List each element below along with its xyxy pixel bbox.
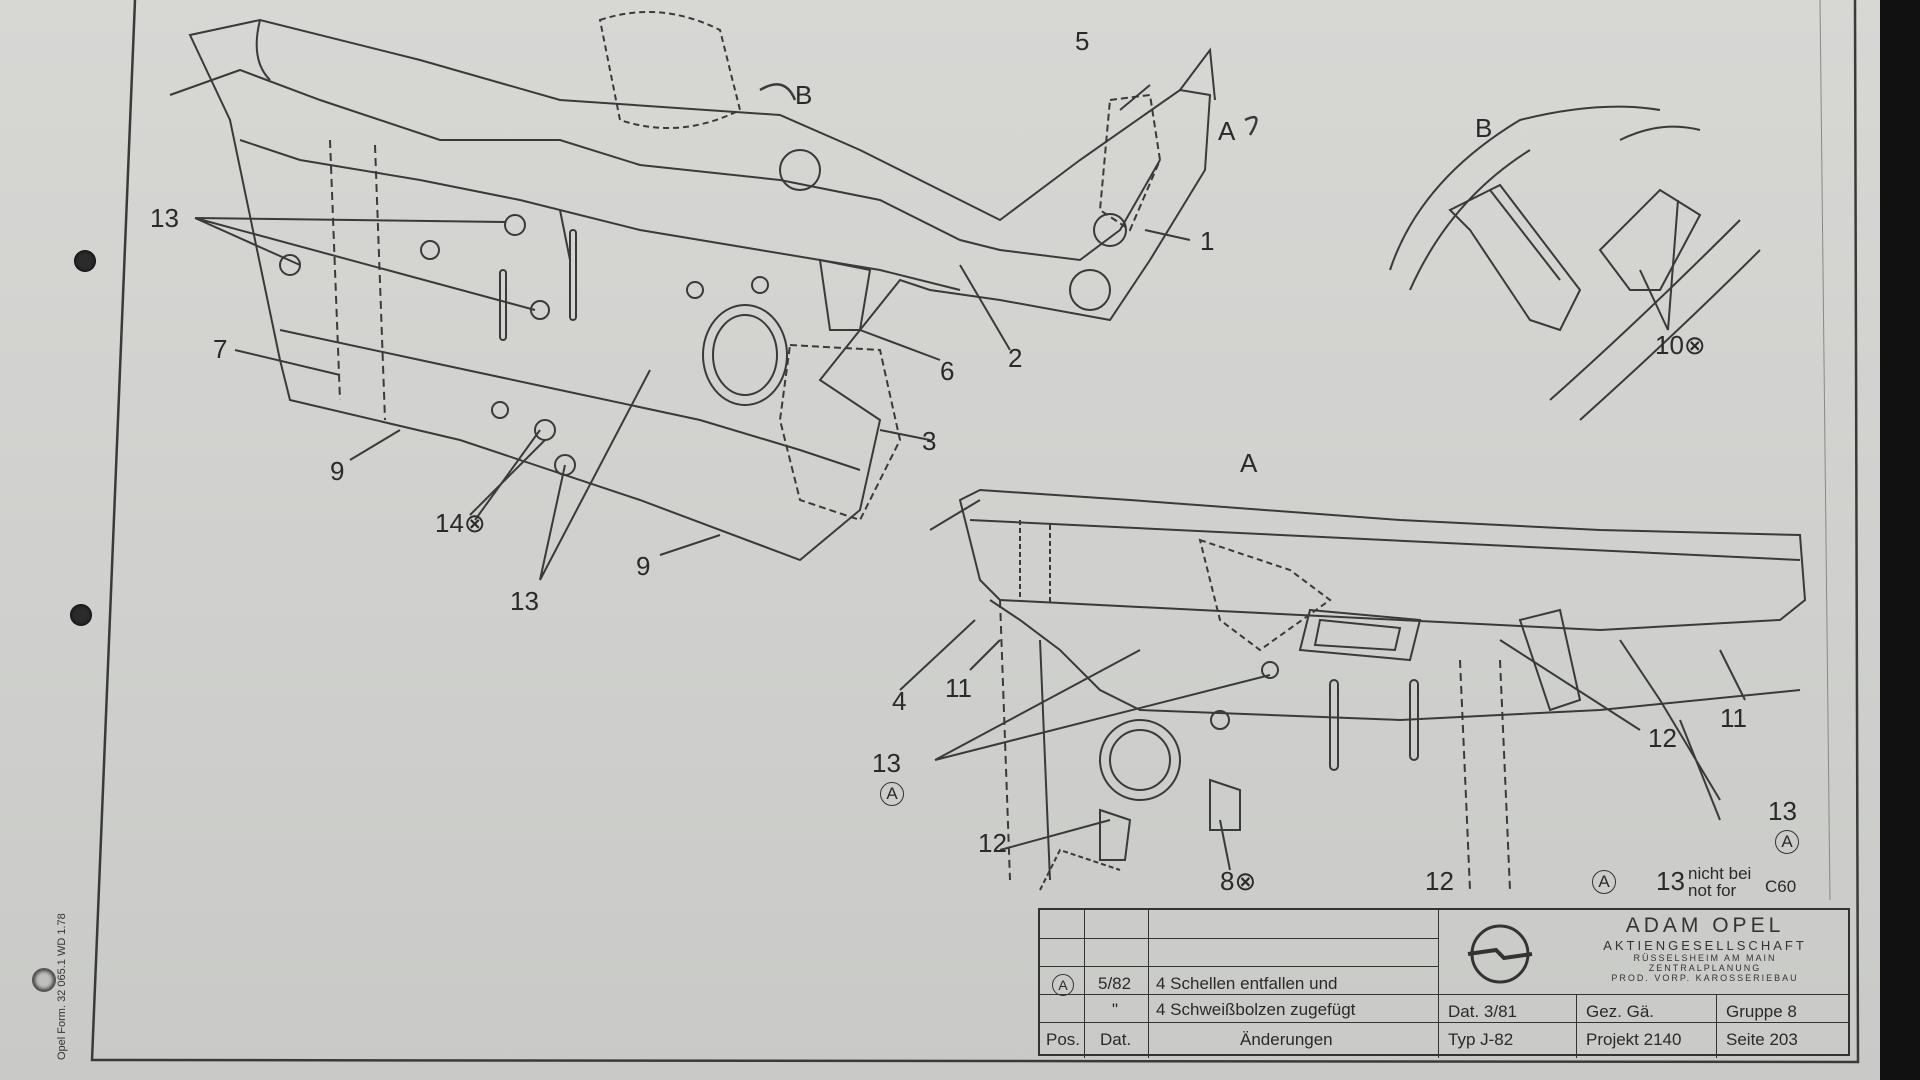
callout-5: 5 [1075, 26, 1090, 56]
callout-13-bottom: 13 [510, 586, 539, 616]
type-field: Typ J-82 [1448, 1030, 1514, 1049]
note-model: C60 [1765, 877, 1797, 896]
opel-logo [1467, 924, 1533, 984]
form-number-side-text: Opel Form. 32 065.1 WD 1.78 [56, 913, 68, 1060]
detail-b-view [1389, 105, 1761, 421]
company-division: PROD. VORP. KAROSSERIEBAU [1611, 973, 1799, 983]
drawing-sheet: 5 B A 1 2 6 3 13 7 9 14⊗ 9 13 B 10⊗ A 4 … [0, 0, 1880, 1080]
punch-hole [74, 250, 96, 272]
revision-text-2: 4 Schweißbolzen zugefügt [1156, 1000, 1356, 1019]
revision-ditto: " [1112, 1000, 1119, 1019]
callout-3: 3 [922, 426, 937, 456]
main-dash-panel-view [169, 11, 1258, 581]
detail-b-title: B [1475, 113, 1493, 143]
page-field: Seite 203 [1726, 1030, 1798, 1049]
view-arrow-label-b: B [795, 80, 813, 110]
view-arrow-label-a: A [1218, 116, 1236, 146]
callout-14: 14⊗ [435, 508, 486, 538]
header-dat: Dat. [1100, 1030, 1132, 1049]
company-location: RÜSSELSHEIM AM MAIN [1633, 953, 1777, 963]
circle-a-marker: A [1775, 830, 1799, 854]
technical-drawing [90, 0, 1860, 1064]
callout-8: 8⊗ [1220, 866, 1257, 896]
callout-12-left: 12 [978, 828, 1007, 858]
detail-a-title: A [1240, 448, 1258, 478]
circle-a-marker: A [880, 782, 904, 806]
company-name-block: ADAM OPEL AKTIENGESELLSCHAFT RÜSSELSHEIM… [1560, 914, 1850, 983]
punch-hole [70, 604, 92, 626]
callout-11-right: 11 [1720, 703, 1747, 733]
revision-text-1: 4 Schellen entfallen und [1156, 974, 1338, 993]
group-field: Gruppe 8 [1726, 1002, 1797, 1021]
company-type: AKTIENGESELLSCHAFT [1603, 938, 1807, 953]
company-name: ADAM OPEL [1625, 914, 1785, 937]
drawn-by-field: Gez. Gä. [1586, 1002, 1655, 1021]
callout-12-bottom: 12 [1425, 866, 1454, 896]
callout-4: 4 [892, 686, 907, 716]
revision-marker: A [1052, 974, 1074, 996]
callout-10: 10⊗ [1655, 330, 1706, 360]
detail-a-view [899, 488, 1807, 891]
callout-13-top: 13 [150, 203, 179, 233]
callout-6: 6 [940, 356, 955, 386]
callout-9-left: 9 [330, 456, 345, 486]
header-changes: Änderungen [1240, 1030, 1333, 1049]
note-line-english: not for [1688, 881, 1737, 900]
punch-hole [32, 968, 56, 992]
revision-date: 5/82 [1098, 974, 1132, 993]
callout-13-right: 13 [1768, 796, 1797, 826]
project-field: Projekt 2140 [1586, 1030, 1682, 1049]
header-pos: Pos. [1046, 1030, 1081, 1049]
callout-9-bottom: 9 [636, 551, 651, 581]
title-block: A 5/82 4 Schellen entfallen und " 4 Schw… [1038, 908, 1850, 1058]
callout-7: 7 [213, 334, 228, 364]
callout-2: 2 [1008, 343, 1023, 373]
note-part-number: 13 [1656, 866, 1685, 896]
callout-13-detail-a: 13 [872, 748, 901, 778]
callout-11-left: 11 [945, 673, 972, 703]
note-line-german: nicht bei [1688, 864, 1752, 883]
company-department: ZENTRALPLANUNG [1648, 963, 1762, 973]
callout-12-right: 12 [1648, 723, 1677, 753]
circle-a-marker: A [1592, 870, 1616, 894]
date-field: Dat. 3/81 [1448, 1002, 1517, 1021]
callout-1: 1 [1200, 226, 1215, 256]
